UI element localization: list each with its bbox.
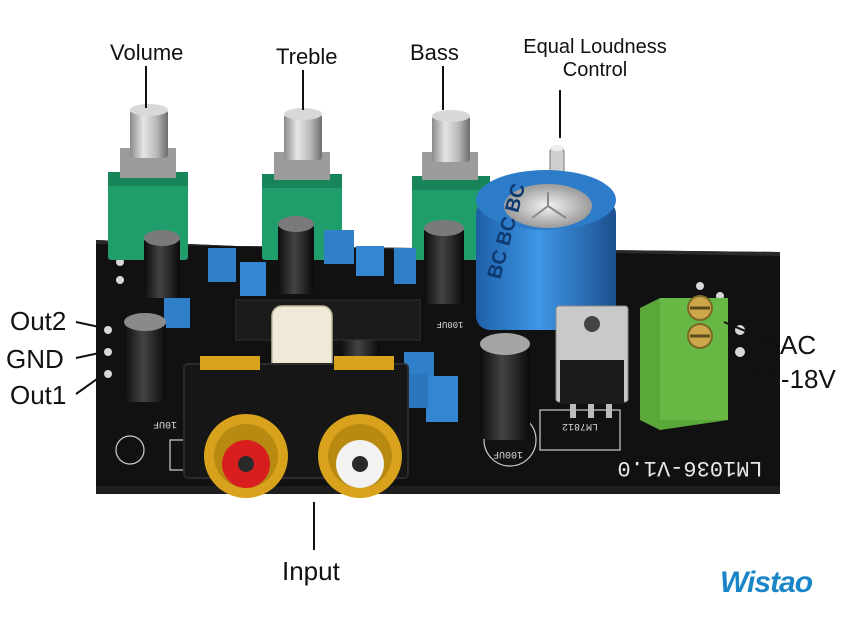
electrolytic-capacitors — [124, 216, 530, 440]
voltage-regulator — [555, 305, 629, 418]
loudness-label: Equal Loudness Control — [508, 36, 682, 82]
gnd-label: GND — [6, 344, 64, 374]
bass-label: Bass — [410, 40, 459, 65]
regulator-text: LM7812 — [562, 420, 598, 431]
callout-lines — [75, 66, 777, 550]
main-capacitor: BC BC BC — [476, 170, 616, 330]
out2-label: Out2 — [10, 306, 67, 336]
ac-label: AC — [780, 330, 817, 360]
volume-label: Volume — [110, 40, 184, 65]
rca-input-jacks — [183, 305, 409, 498]
wistao-logo: Wistao — [720, 566, 813, 599]
cap-label-mid: 100UF — [436, 319, 463, 329]
out1-label: Out1 — [10, 380, 67, 410]
input-label: Input — [282, 556, 340, 586]
ac-voltage-label: 12-18V — [752, 364, 836, 394]
ac-screw-terminal — [640, 295, 728, 430]
loudness-label-line1: Equal Loudness — [523, 36, 667, 58]
treble-label: Treble — [276, 44, 338, 69]
cap-label-right: 100UF — [493, 448, 523, 459]
loudness-label-line2: Control — [562, 59, 628, 81]
board-model-text: LM1036-V1.0 — [617, 455, 762, 480]
cap-label-left: 10UF — [153, 418, 177, 429]
